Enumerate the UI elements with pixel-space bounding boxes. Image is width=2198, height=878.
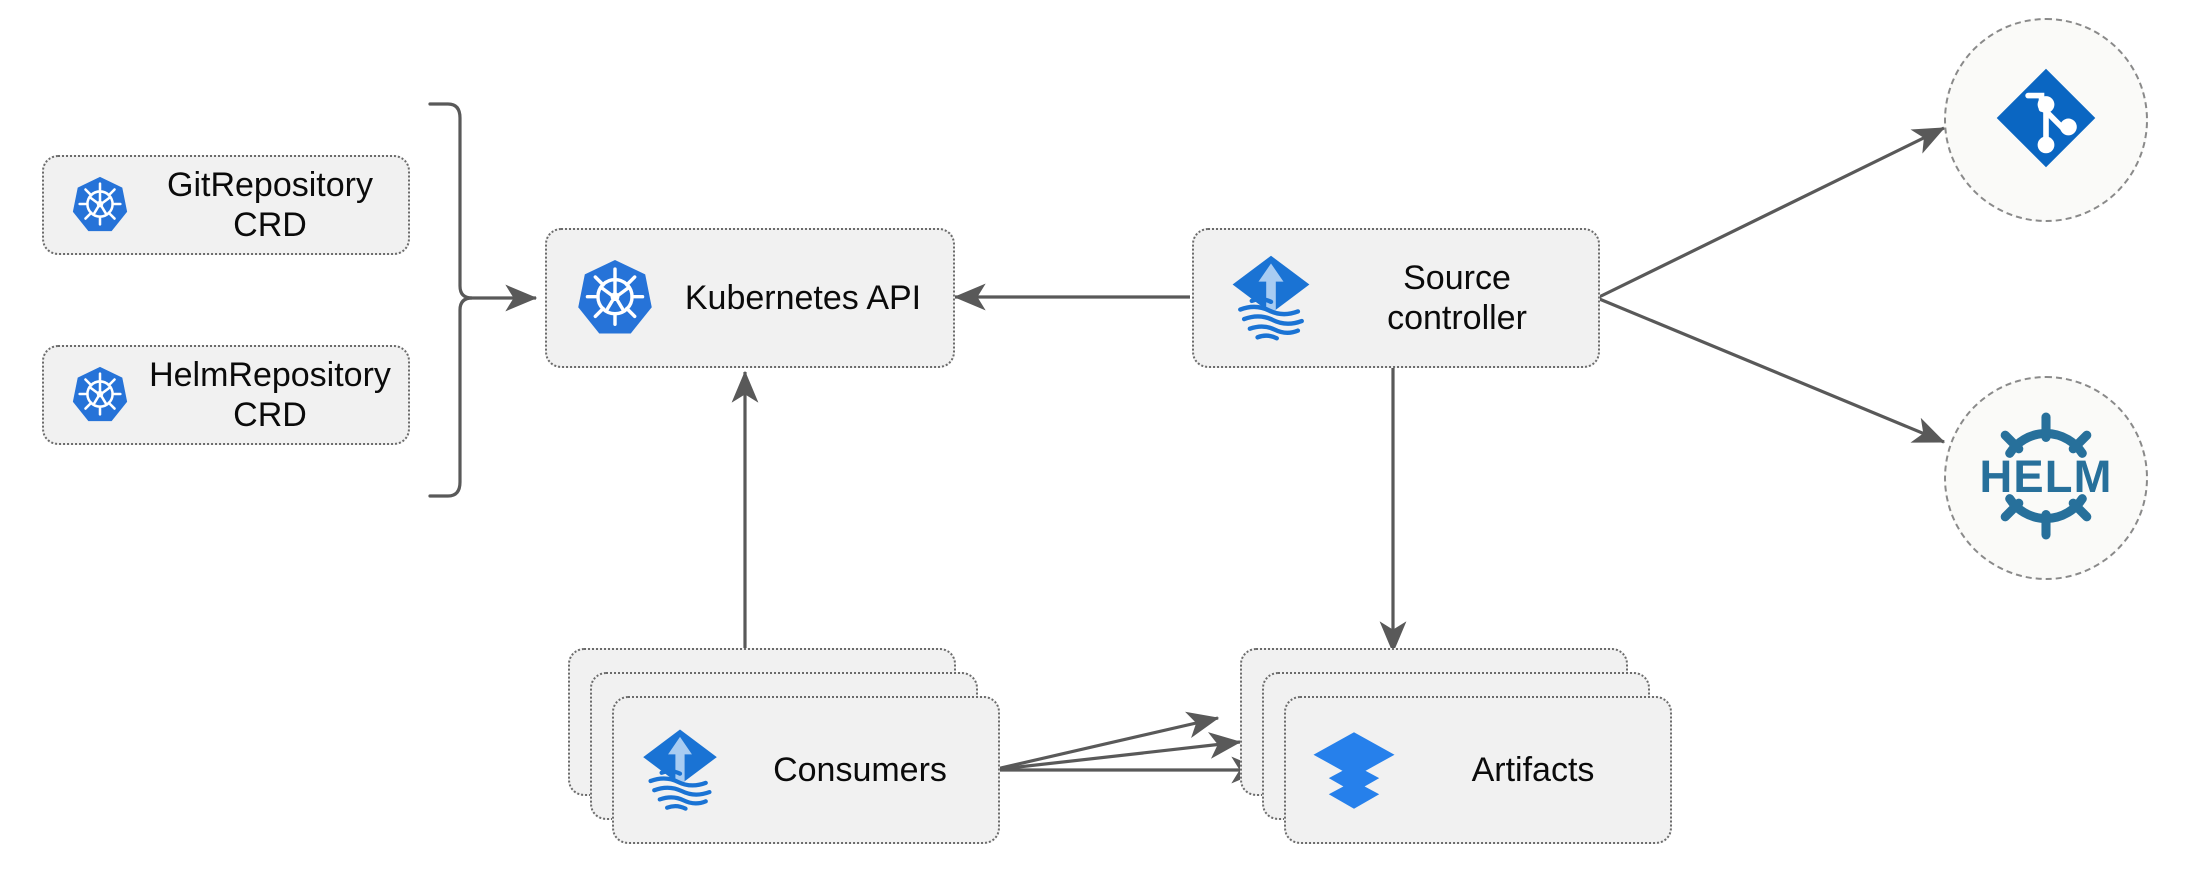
node-consumers[interactable]: Consumers (612, 696, 1000, 844)
flux-icon (1216, 243, 1326, 353)
kubernetes-icon (567, 250, 663, 346)
node-label: GitRepository CRD (167, 165, 373, 244)
node-kubernetes-api[interactable]: Kubernetes API (545, 228, 955, 368)
node-artifacts[interactable]: Artifacts (1284, 696, 1672, 844)
node-consumers-stack: Consumers (568, 648, 1000, 844)
edge-source-controller-to-helm (1596, 296, 1946, 444)
node-git[interactable] (1944, 18, 2148, 222)
node-label: Source controller (1387, 258, 1527, 337)
helm-wordmark: HELM (1980, 450, 2113, 501)
edge-consumers-to-artifacts-1 (991, 711, 1220, 772)
git-icon (1990, 62, 2102, 179)
edge-source-controller-to-git (1596, 126, 1946, 300)
crd-group-bracket (428, 102, 473, 498)
node-helm[interactable]: HELM (1944, 376, 2148, 580)
node-label: Kubernetes API (684, 278, 922, 317)
layers-icon (1302, 718, 1406, 822)
node-label: Artifacts (1471, 750, 1595, 789)
node-git-repository-crd[interactable]: GitRepository CRD (42, 155, 410, 255)
node-artifacts-stack: Artifacts (1240, 648, 1672, 844)
kubernetes-icon (58, 163, 142, 247)
flux-icon (628, 718, 732, 822)
node-label: HelmRepository CRD (149, 355, 391, 434)
helm-wheel-icon: HELM (1978, 408, 2114, 549)
kubernetes-icon (58, 353, 142, 437)
node-label: Consumers (773, 750, 947, 789)
node-source-controller[interactable]: Source controller (1192, 228, 1600, 368)
edge-consumers-to-artifacts-2 (991, 732, 1242, 772)
node-helm-repository-crd[interactable]: HelmRepository CRD (42, 345, 410, 445)
